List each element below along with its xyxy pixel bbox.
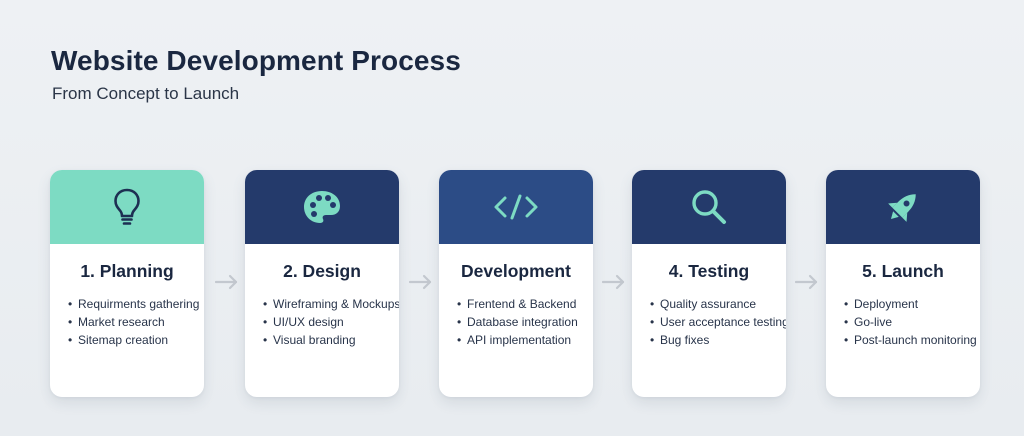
step-items: Requirments gathering Market research Si… xyxy=(68,295,204,349)
step-title: 5. Launch xyxy=(862,261,944,281)
rocket-icon xyxy=(888,194,916,222)
list-item: Bug fixes xyxy=(650,331,786,349)
arrow-right-icon xyxy=(215,271,239,293)
lightbulb-icon xyxy=(114,188,140,225)
page-title: Website Development Process xyxy=(51,45,461,76)
palette-icon xyxy=(304,191,340,223)
step-title: Development xyxy=(461,261,571,281)
step-title: 4. Testing xyxy=(668,261,750,281)
step-card-development: Development Frentend & Backend Database … xyxy=(439,170,593,397)
step-header-testing xyxy=(632,170,786,244)
page-subtitle: From Concept to Launch xyxy=(52,84,240,103)
step-header-launch xyxy=(826,170,980,244)
arrow-right-icon xyxy=(409,271,433,293)
step-items: Wireframing & Mockups UI/UX design Visua… xyxy=(263,295,399,349)
step-items: Frentend & Backend Database integration … xyxy=(457,295,593,349)
list-item: Wireframing & Mockups xyxy=(263,295,399,313)
process-steps: 1. Planning Requirments gathering Market… xyxy=(50,170,980,397)
list-item: User acceptance testing (UAT) xyxy=(650,313,786,331)
step-title: 2. Design xyxy=(283,261,361,281)
code-icon xyxy=(494,194,538,220)
list-item: API implementation xyxy=(457,331,593,349)
list-item: Requirments gathering xyxy=(68,295,204,313)
step-header-development xyxy=(439,170,593,244)
step-card-testing: 4. Testing Quality assurance User accept… xyxy=(632,170,786,397)
magnifier-icon xyxy=(692,190,726,224)
step-items: Deployment Go-live Post-launch monitorin… xyxy=(844,295,980,349)
list-item: Post-launch monitoring xyxy=(844,331,980,349)
list-item: Market research xyxy=(68,313,204,331)
list-item: Deployment xyxy=(844,295,980,313)
step-header-design xyxy=(245,170,399,244)
step-card-design: 2. Design Wireframing & Mockups UI/UX de… xyxy=(245,170,399,397)
list-item: Sitemap creation xyxy=(68,331,204,349)
step-card-planning: 1. Planning Requirments gathering Market… xyxy=(50,170,204,397)
list-item: Quality assurance xyxy=(650,295,786,313)
list-item: UI/UX design xyxy=(263,313,399,331)
arrow-right-icon xyxy=(795,271,819,293)
list-item: Frentend & Backend xyxy=(457,295,593,313)
step-header-planning xyxy=(50,170,204,244)
list-item: Go-live xyxy=(844,313,980,331)
arrow-right-icon xyxy=(602,271,626,293)
step-card-launch: 5. Launch Deployment Go-live Post-launch… xyxy=(826,170,980,397)
step-title: 1. Planning xyxy=(80,261,174,281)
list-item: Database integration xyxy=(457,313,593,331)
list-item: Visual branding xyxy=(263,331,399,349)
step-items: Quality assurance User acceptance testin… xyxy=(650,295,786,349)
